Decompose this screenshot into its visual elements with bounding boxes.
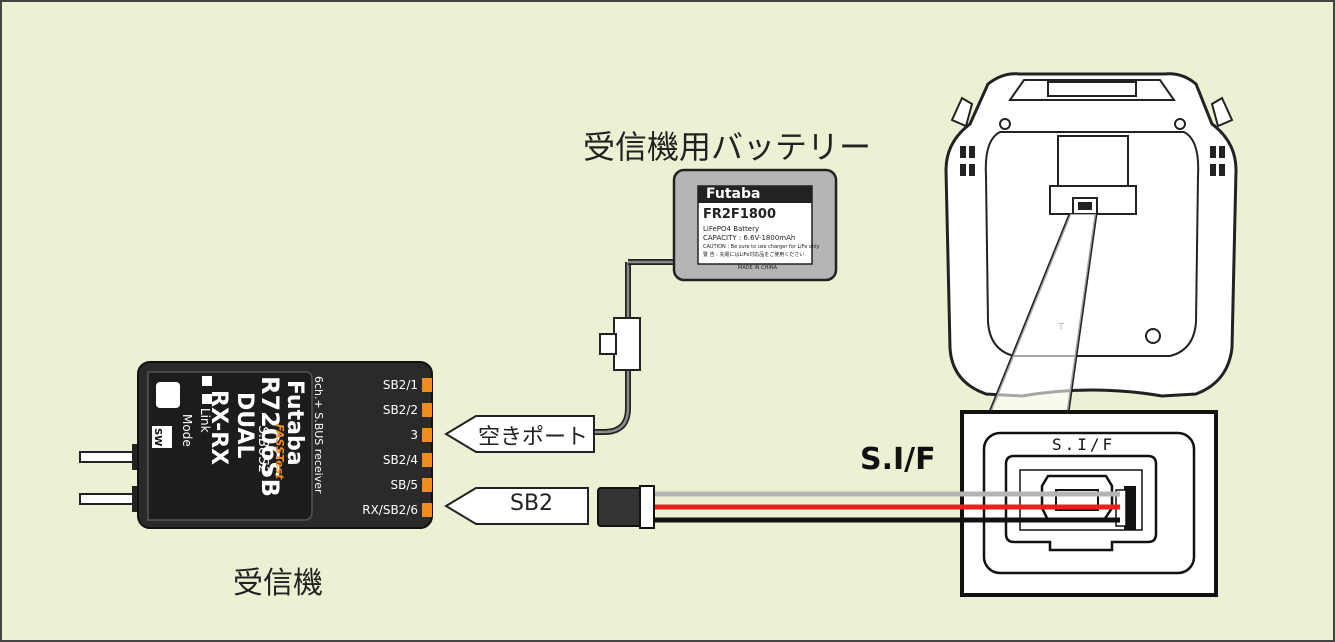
- empty-port-arrow: [444, 415, 595, 453]
- port-pin-1: [422, 378, 432, 392]
- receiver-caption: 受信機: [233, 566, 323, 601]
- receiver: [79, 361, 433, 529]
- battery-caution-jp: 警 告 : 充電にはLiFe対応品をご使用ください: [703, 252, 805, 258]
- port-label-3: 3: [410, 428, 418, 442]
- battery-caption: 受信機用バッテリー: [583, 128, 872, 166]
- empty-port-tag: 空きポート: [478, 425, 589, 450]
- servo-connector: [597, 487, 643, 527]
- zoom-sif-label: S.I/F: [1052, 435, 1115, 454]
- battery-capacity: CAPACITY : 6.6V-1800mAh: [703, 234, 796, 242]
- sb2-arrow: [444, 487, 589, 525]
- port-pin-5: [422, 478, 432, 492]
- sif-zoom-box: S.I/F: [960, 410, 1218, 597]
- port-pin-4: [422, 453, 432, 467]
- port-label-2: SB2/2: [382, 403, 418, 417]
- port-label-1: SB2/1: [382, 378, 418, 392]
- receiver-brand: Futaba: [282, 380, 307, 466]
- battery-brand: Futaba: [706, 186, 761, 202]
- battery-origin: MADE IN CHINA: [738, 265, 778, 271]
- receiver-link-label: Link: [198, 408, 212, 433]
- receiver-bus: S.BUS2: [255, 426, 270, 474]
- battery-caution-en: CAUTION : Be sure to use charger for LiF…: [703, 244, 820, 250]
- port-pin-3: [422, 428, 432, 442]
- port-pin-2: [422, 403, 432, 417]
- port-pin-6: [422, 503, 432, 517]
- sif-caption: S.I/F: [860, 442, 936, 477]
- receiver-rxrx: RX-RX: [206, 390, 231, 466]
- port-label-4: SB2/4: [382, 453, 418, 467]
- port-label-5: SB/5: [390, 478, 418, 492]
- receiver-subtitle: 6ch.+ S.BUS receiver: [312, 376, 325, 494]
- battery-pack: [590, 168, 838, 435]
- receiver-mode-label: Mode: [180, 414, 194, 447]
- receiver-model: R7206SB: [256, 376, 284, 497]
- battery-chem: LiFePO4 Battery: [703, 225, 760, 233]
- sb2-tag: SB2: [510, 491, 554, 516]
- port-label-6: RX/SB2/6: [362, 503, 418, 517]
- receiver-dual: DUAL: [232, 392, 257, 459]
- battery-model: FR2F1800: [703, 207, 776, 222]
- receiver-sw-button: SW: [152, 428, 163, 447]
- receiver-fasst-logo: FASSTest: [273, 424, 286, 480]
